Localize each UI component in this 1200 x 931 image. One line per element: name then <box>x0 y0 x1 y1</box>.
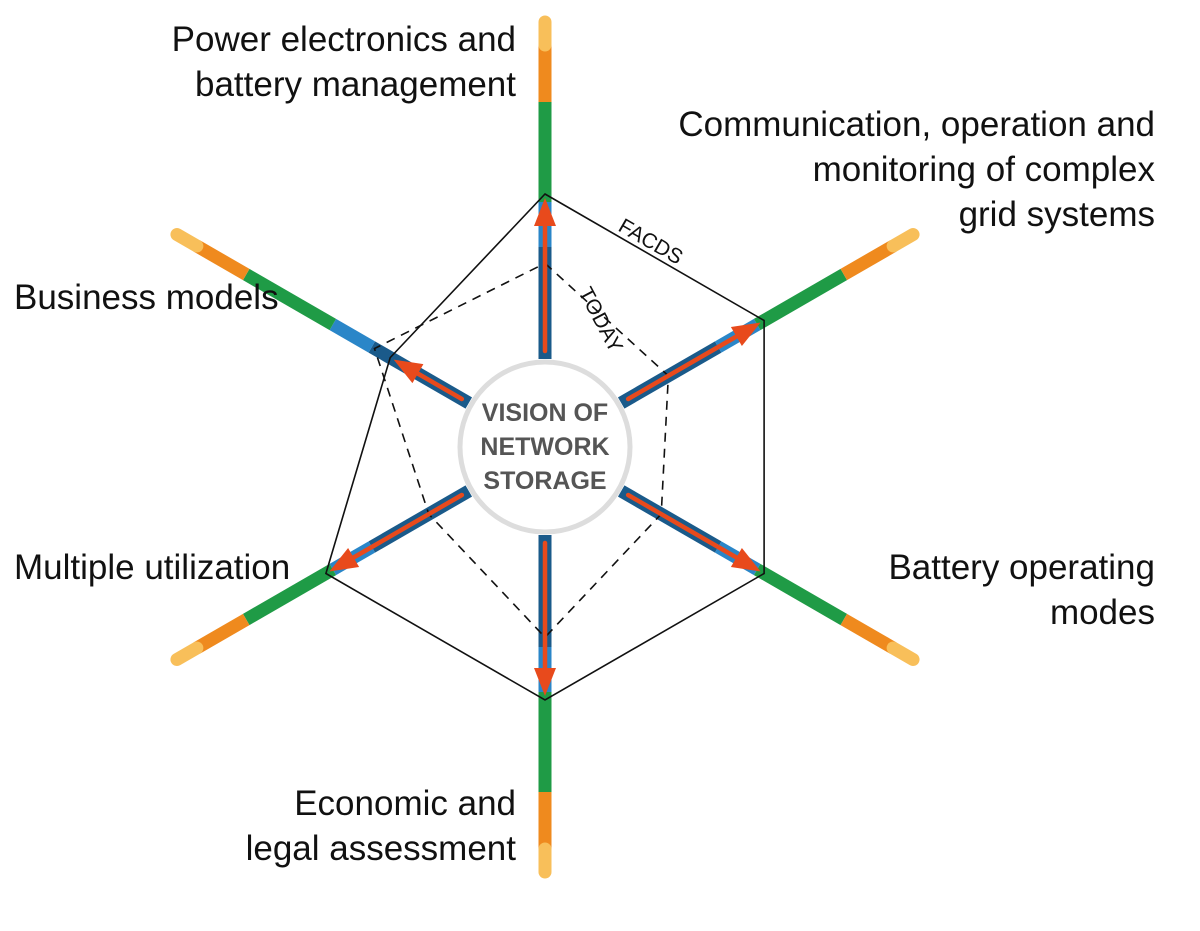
arrow-multiple-utilization-head <box>329 547 360 572</box>
label-business-models: Business models <box>14 278 279 317</box>
label-power-electronics-1: Power electronics and <box>172 20 516 59</box>
label-battery-modes-1: Battery operating <box>888 548 1155 587</box>
spoke-business-models-seg-2 <box>242 268 337 331</box>
arrow-communication-shaft <box>625 334 739 402</box>
hub-line-2: NETWORK <box>480 433 609 461</box>
facds-ring-label: FACDS <box>615 214 687 269</box>
progress-arrows <box>329 198 761 696</box>
label-power-electronics-2: battery management <box>195 65 516 104</box>
label-economic-legal-1: Economic and <box>294 784 516 823</box>
label-economic-legal-2: legal assessment <box>246 829 517 868</box>
arrow-power-electronics-head <box>534 198 556 226</box>
spoke-battery-modes-seg-4 <box>886 641 920 666</box>
arrow-battery-modes-shaft <box>625 492 739 560</box>
label-communication-3: grid systems <box>959 195 1155 234</box>
spoke-business-models-seg-1 <box>329 318 376 353</box>
label-communication-1: Communication, operation and <box>678 105 1155 144</box>
spoke-business-models-seg-4 <box>170 228 204 253</box>
spoke-communication-seg-2 <box>753 268 848 331</box>
spoke-battery-modes-seg-3 <box>840 613 897 654</box>
hub-line-3: STORAGE <box>483 467 606 495</box>
spoke-multiple-utilization-seg-4 <box>170 641 204 666</box>
arrow-economic-legal-head <box>534 668 556 696</box>
spoke-business-models-seg-3 <box>193 240 250 281</box>
arrow-business-models-shaft <box>415 371 465 402</box>
spoke-battery-modes-seg-2 <box>753 563 848 626</box>
spoke-multiple-utilization-seg-3 <box>193 613 250 654</box>
spoke-communication-seg-3 <box>840 240 897 281</box>
arrow-business-models-head <box>393 359 424 384</box>
facds-polygon <box>324 192 765 701</box>
label-multiple-utilization: Multiple utilization <box>14 548 290 587</box>
arrow-communication-head <box>730 322 761 347</box>
label-battery-modes-2: modes <box>1050 593 1155 632</box>
spoke-communication-seg-4 <box>886 228 920 253</box>
hub-circle <box>457 359 633 535</box>
arrow-multiple-utilization-shaft <box>351 492 465 560</box>
hub-line-1: VISION OF <box>482 399 608 427</box>
arrow-battery-modes-head <box>730 547 761 572</box>
today-ring-label: TODAY <box>574 284 627 357</box>
spoke-multiple-utilization-seg-2 <box>242 563 337 626</box>
label-communication-2: monitoring of complex <box>813 150 1156 189</box>
